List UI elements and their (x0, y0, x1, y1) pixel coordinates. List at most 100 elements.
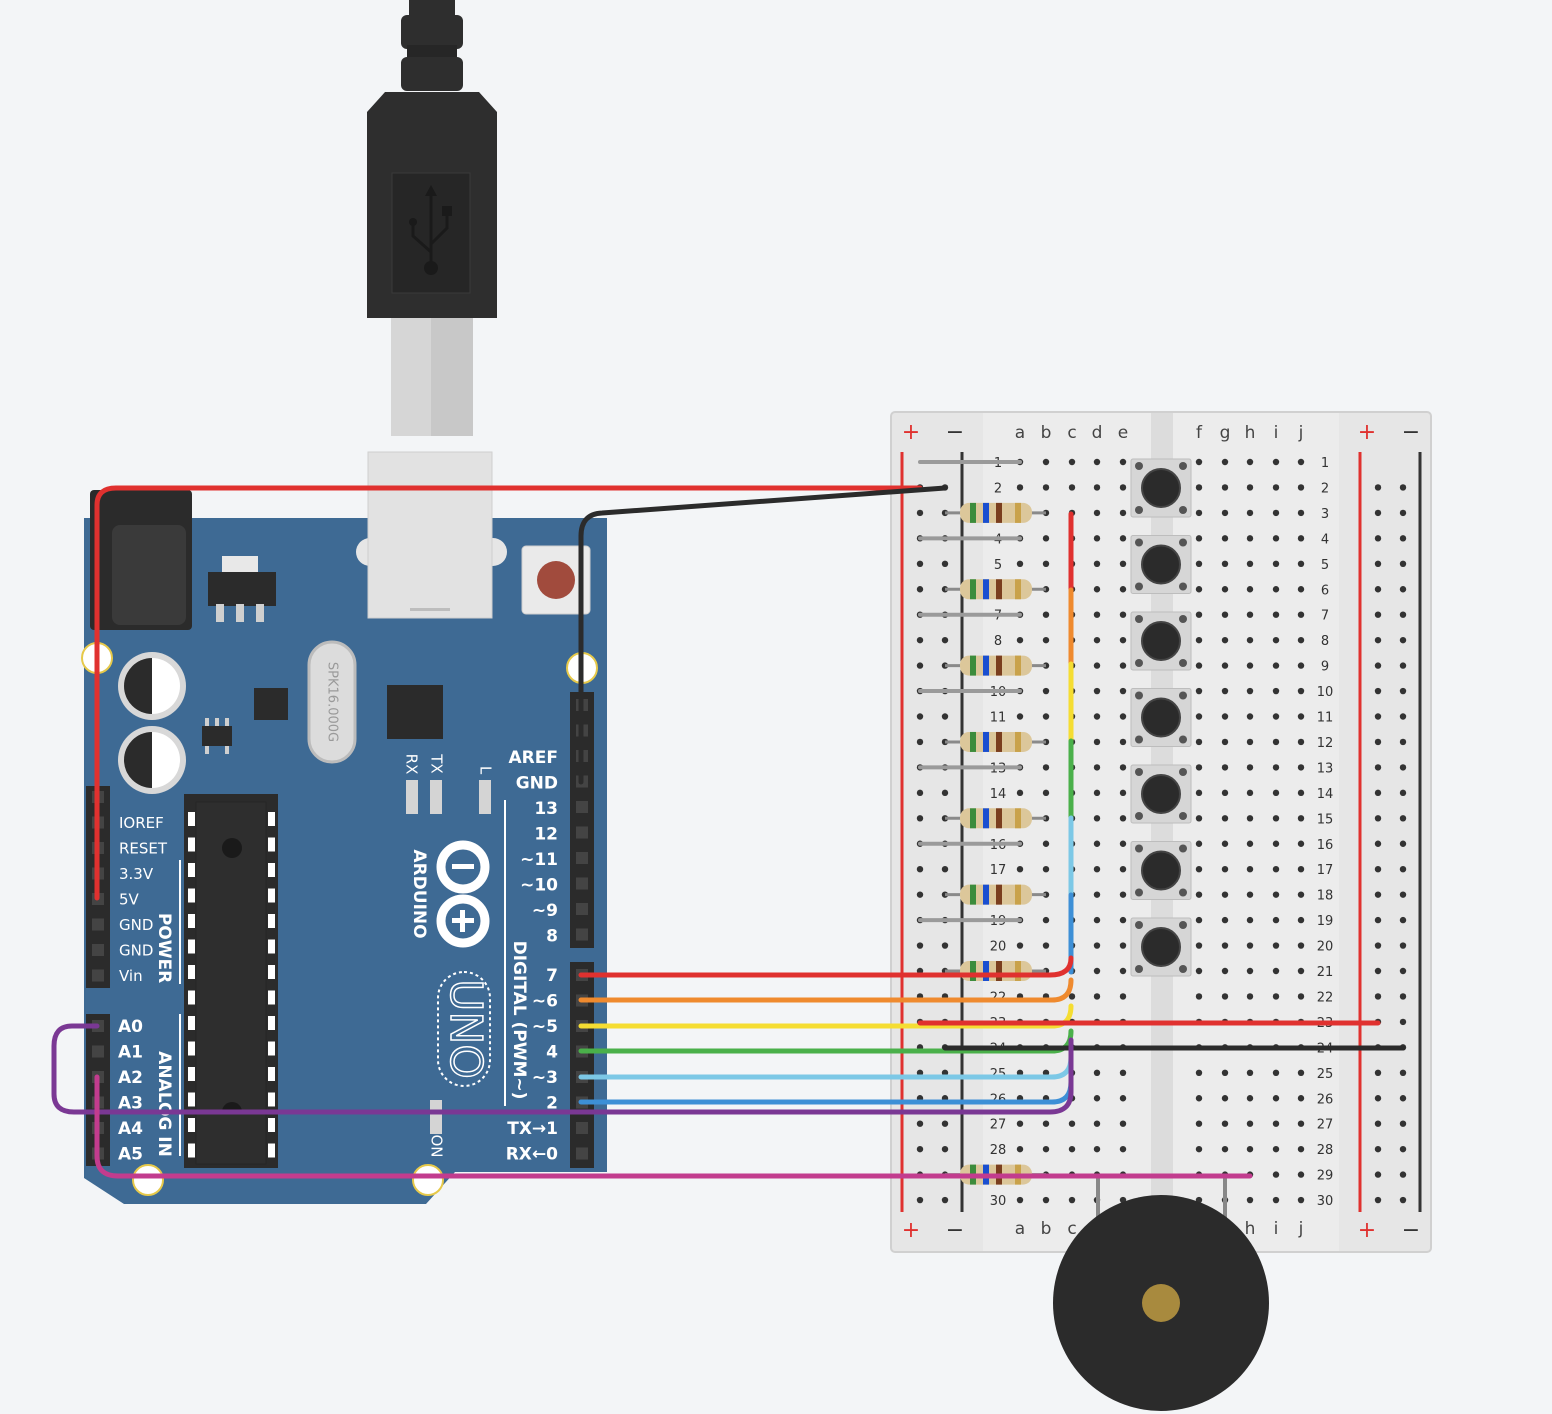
rail-hole[interactable] (916, 1196, 924, 1204)
rail-hole[interactable] (1374, 764, 1382, 771)
rail-hole[interactable] (916, 789, 924, 797)
breadboard-hole[interactable] (1246, 1120, 1254, 1127)
breadboard-hole[interactable] (1272, 509, 1280, 517)
breadboard-hole[interactable] (1297, 687, 1305, 695)
breadboard-hole[interactable] (1195, 738, 1203, 746)
breadboard-hole[interactable] (1119, 687, 1127, 695)
breadboard-hole[interactable] (1272, 1095, 1280, 1102)
rail-hole[interactable] (1374, 789, 1382, 797)
rail-hole[interactable] (1374, 1145, 1382, 1153)
rail-hole[interactable] (941, 1120, 949, 1127)
breadboard-hole[interactable] (1221, 687, 1229, 695)
breadboard-hole[interactable] (1221, 1145, 1229, 1153)
breadboard-hole[interactable] (1016, 1120, 1024, 1127)
breadboard-hole[interactable] (1093, 509, 1101, 517)
breadboard-hole[interactable] (1297, 764, 1305, 771)
breadboard-hole[interactable] (1221, 942, 1229, 949)
rail-hole[interactable] (1399, 866, 1407, 873)
breadboard-hole[interactable] (1195, 713, 1203, 720)
wire-5v-red[interactable] (94, 485, 923, 901)
breadboard-hole[interactable] (1068, 1196, 1076, 1204)
breadboard-hole[interactable] (1272, 560, 1280, 567)
breadboard-hole[interactable] (1272, 1171, 1280, 1178)
rail-hole[interactable] (1374, 1196, 1382, 1204)
rail-hole[interactable] (1399, 611, 1407, 618)
rail-hole[interactable] (1399, 560, 1407, 567)
rail-hole[interactable] (1399, 636, 1407, 644)
breadboard-hole[interactable] (1297, 789, 1305, 797)
breadboard-hole[interactable] (1195, 1120, 1203, 1127)
rail-hole[interactable] (916, 636, 924, 644)
rail-hole[interactable] (1399, 484, 1407, 491)
pushbutton[interactable] (1130, 458, 1192, 518)
breadboard-hole[interactable] (1042, 611, 1050, 618)
breadboard-hole[interactable] (1221, 509, 1229, 517)
breadboard-hole[interactable] (1119, 891, 1127, 898)
rail-hole[interactable] (916, 738, 924, 746)
breadboard-hole[interactable] (1221, 662, 1229, 669)
rail-hole[interactable] (1399, 942, 1407, 949)
breadboard-hole[interactable] (1042, 560, 1050, 567)
resistor[interactable] (945, 502, 1046, 523)
breadboard-hole[interactable] (1297, 535, 1305, 542)
rail-hole[interactable] (1399, 1145, 1407, 1153)
breadboard-hole[interactable] (1221, 764, 1229, 771)
breadboard-hole[interactable] (1297, 1171, 1305, 1178)
resistor[interactable] (945, 731, 1046, 752)
breadboard-hole[interactable] (1093, 484, 1101, 491)
breadboard-hole[interactable] (1119, 560, 1127, 567)
rail-hole[interactable] (1399, 764, 1407, 771)
breadboard-hole[interactable] (1297, 560, 1305, 567)
breadboard-hole[interactable] (1246, 967, 1254, 975)
breadboard-hole[interactable] (1119, 458, 1127, 466)
breadboard-hole[interactable] (1221, 916, 1229, 924)
breadboard-hole[interactable] (1272, 535, 1280, 542)
breadboard-hole[interactable] (1068, 1120, 1076, 1127)
rail-hole[interactable] (916, 1145, 924, 1153)
breadboard-hole[interactable] (1221, 1069, 1229, 1077)
breadboard-hole[interactable] (1093, 738, 1101, 746)
breadboard-hole[interactable] (1093, 942, 1101, 949)
breadboard-hole[interactable] (1195, 662, 1203, 669)
breadboard-hole[interactable] (1195, 560, 1203, 567)
breadboard-hole[interactable] (1195, 916, 1203, 924)
breadboard-hole[interactable] (1119, 509, 1127, 517)
breadboard-hole[interactable] (1297, 662, 1305, 669)
breadboard-hole[interactable] (1093, 535, 1101, 542)
breadboard-hole[interactable] (1042, 1120, 1050, 1127)
breadboard-hole[interactable] (1272, 636, 1280, 644)
breadboard-hole[interactable] (1195, 993, 1203, 1000)
breadboard-hole[interactable] (1297, 484, 1305, 491)
breadboard-hole[interactable] (1195, 458, 1203, 466)
rail-hole[interactable] (1374, 738, 1382, 746)
rail-hole[interactable] (916, 1069, 924, 1077)
breadboard-hole[interactable] (1016, 1069, 1024, 1077)
breadboard-hole[interactable] (1119, 942, 1127, 949)
breadboard-hole[interactable] (1093, 560, 1101, 567)
breadboard-hole[interactable] (1042, 535, 1050, 542)
breadboard-hole[interactable] (1195, 535, 1203, 542)
rail-hole[interactable] (1399, 1171, 1407, 1178)
breadboard-hole[interactable] (1297, 866, 1305, 873)
breadboard-hole[interactable] (1272, 662, 1280, 669)
breadboard-hole[interactable] (1195, 636, 1203, 644)
breadboard-hole[interactable] (1093, 840, 1101, 847)
breadboard-hole[interactable] (1119, 535, 1127, 542)
breadboard-hole[interactable] (1119, 713, 1127, 720)
breadboard-hole[interactable] (1297, 891, 1305, 898)
breadboard-hole[interactable] (1272, 484, 1280, 491)
rail-hole[interactable] (1399, 687, 1407, 695)
rail-hole[interactable] (1374, 662, 1382, 669)
breadboard-hole[interactable] (1297, 815, 1305, 822)
breadboard-hole[interactable] (1272, 916, 1280, 924)
rail-hole[interactable] (1399, 713, 1407, 720)
breadboard-hole[interactable] (1272, 764, 1280, 771)
rail-hole[interactable] (916, 586, 924, 593)
breadboard-hole[interactable] (1195, 611, 1203, 618)
breadboard-hole[interactable] (1119, 1120, 1127, 1127)
breadboard-hole[interactable] (1246, 484, 1254, 491)
breadboard-hole[interactable] (1246, 1145, 1254, 1153)
arduino-uno-board[interactable]: SPK16.000G RX TX L ON (81, 451, 607, 1204)
breadboard-hole[interactable] (1195, 866, 1203, 873)
breadboard-hole[interactable] (1246, 560, 1254, 567)
